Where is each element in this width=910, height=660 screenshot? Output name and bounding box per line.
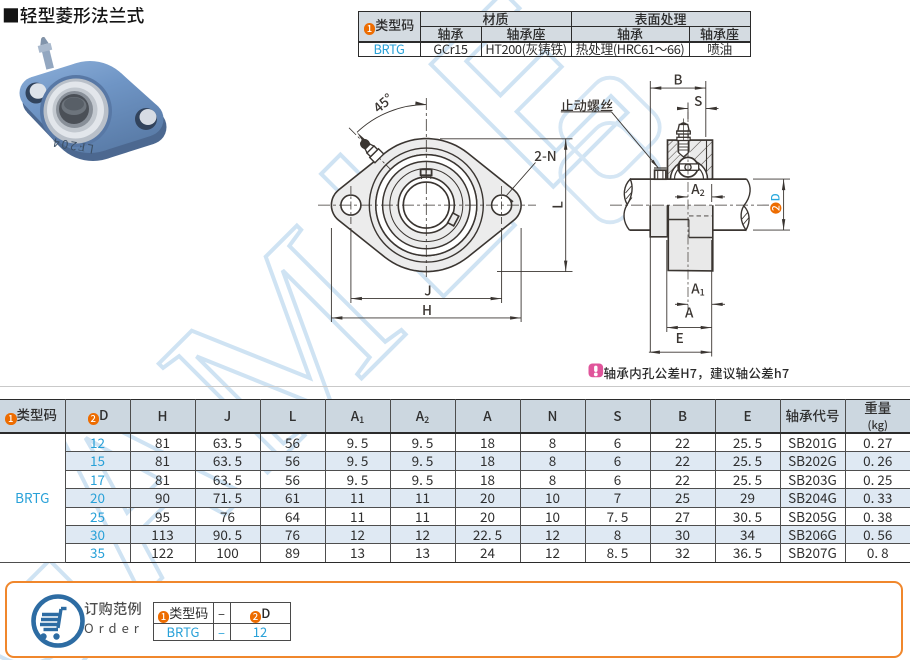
svg-text:L: L [547, 201, 567, 209]
svg-text:止动螺丝: 止动螺丝 [561, 96, 614, 115]
svg-text:B: B [673, 68, 682, 88]
svg-text:S: S [694, 90, 702, 110]
svg-text:J: J [424, 280, 431, 300]
svg-text:A: A [685, 302, 694, 322]
svg-text:D: D [768, 193, 784, 201]
svg-text:H: H [422, 299, 432, 319]
svg-text:A1: A1 [691, 277, 705, 298]
svg-text:E: E [676, 327, 684, 347]
svg-text:2: 2 [767, 205, 782, 211]
svg-text:2-N: 2-N [534, 145, 556, 165]
